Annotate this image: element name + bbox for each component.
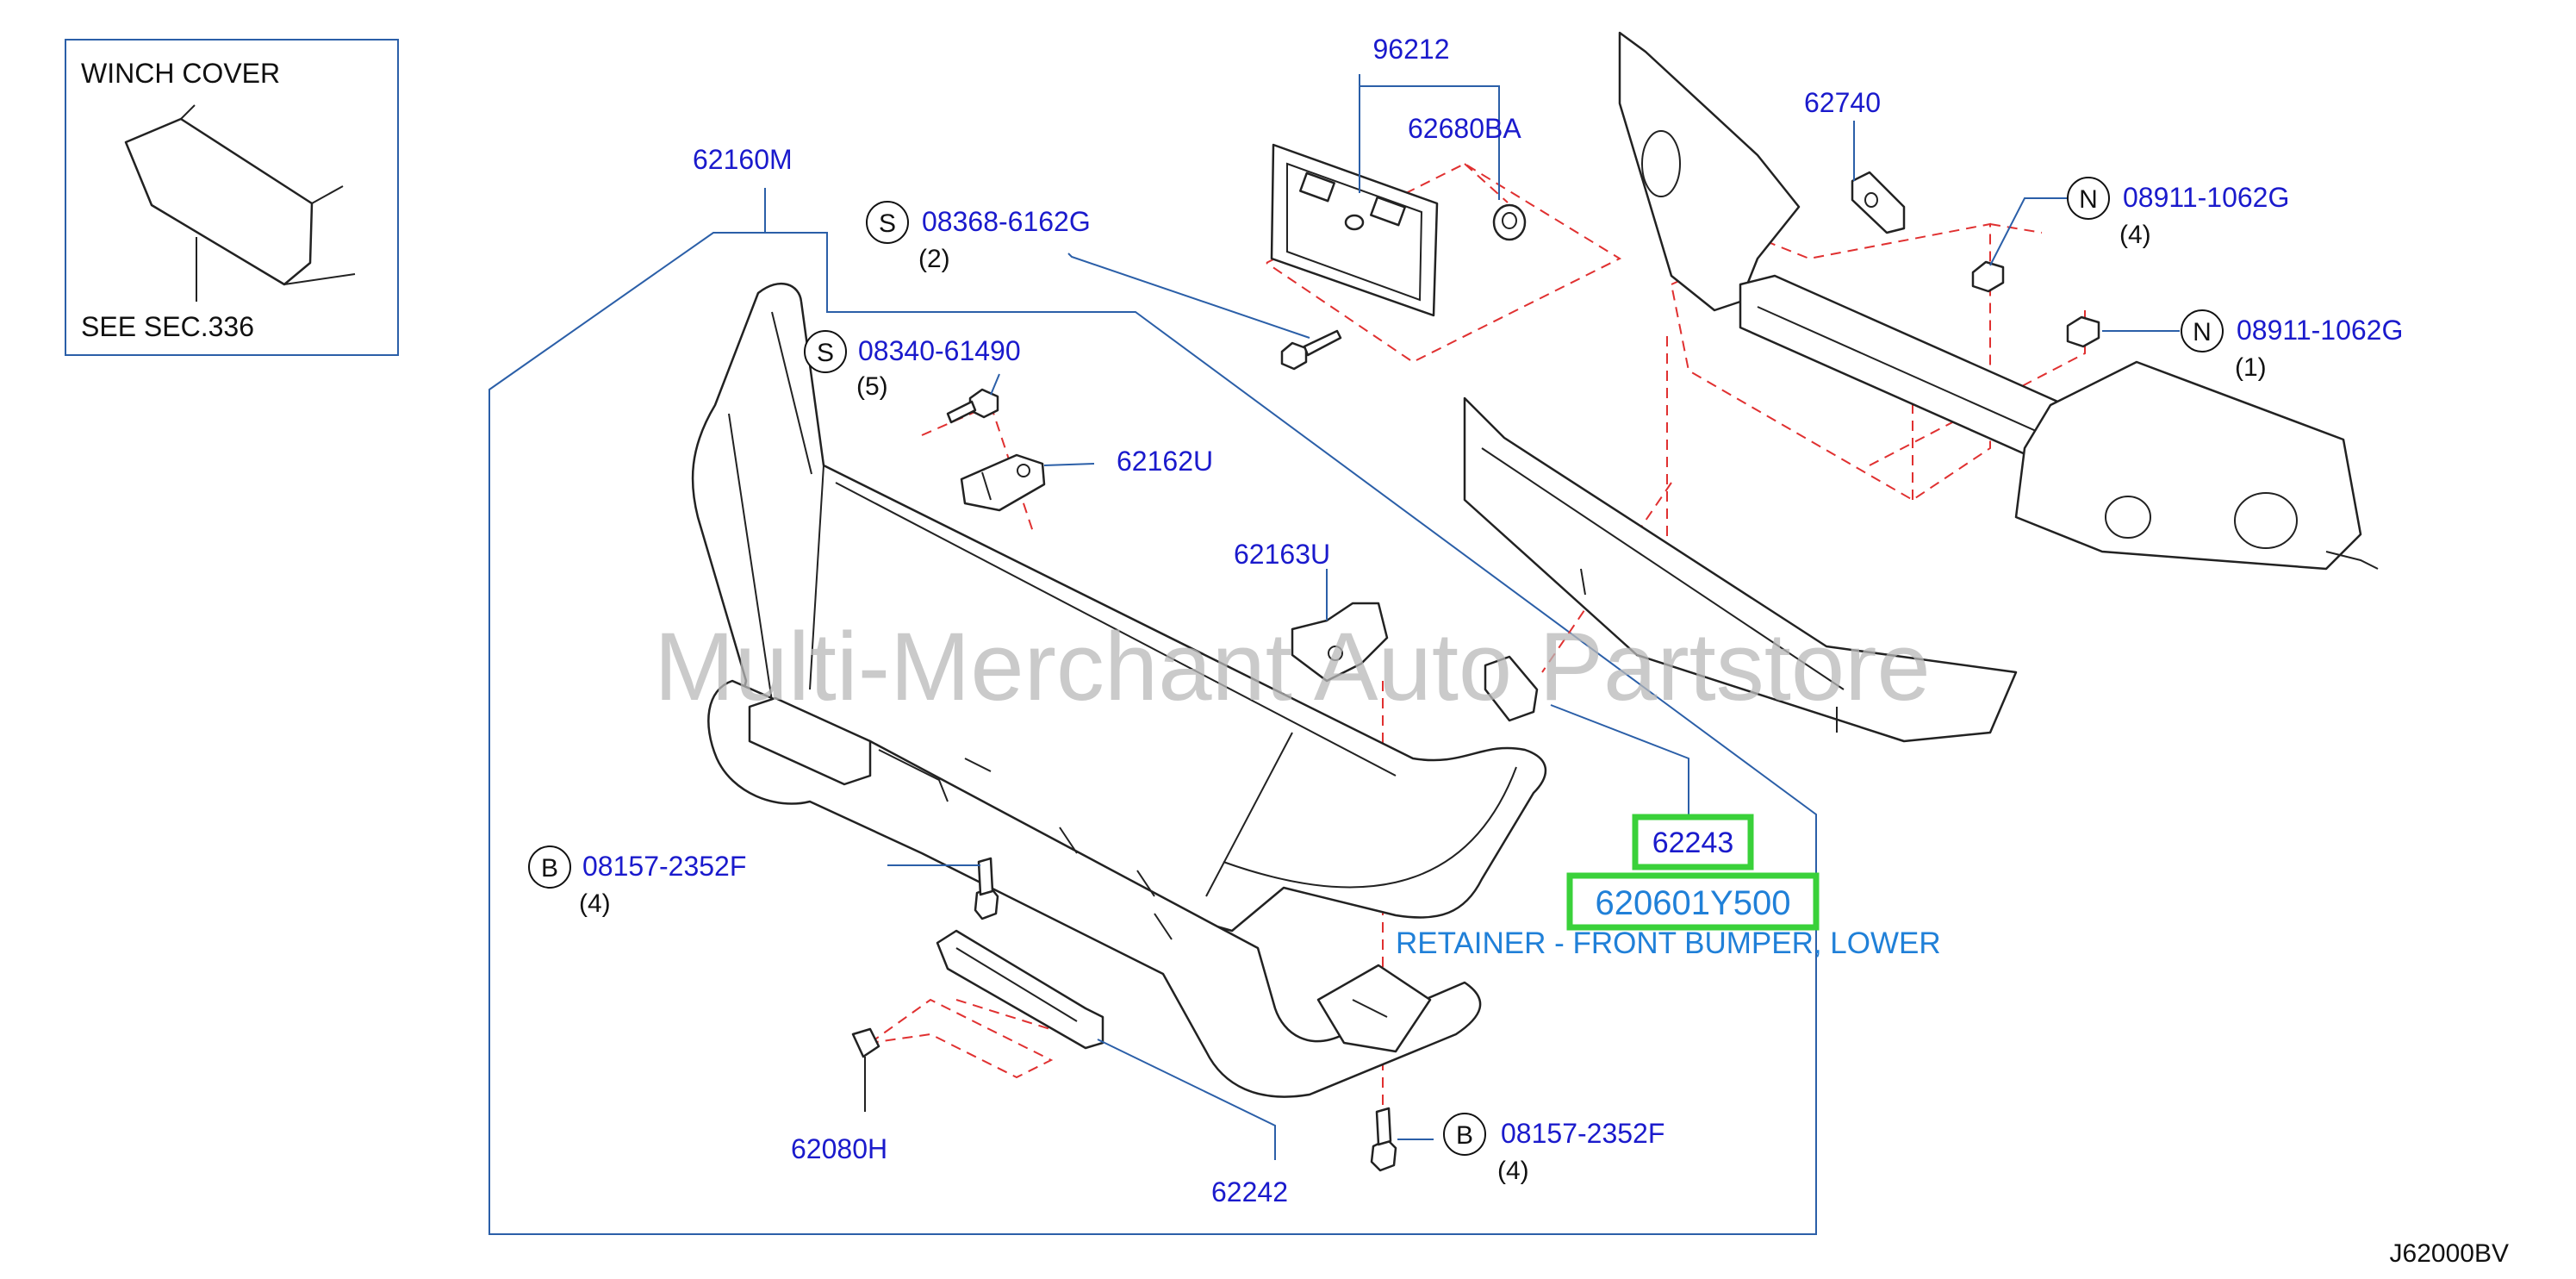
winch-cover-drawing	[124, 104, 356, 286]
fastener-part-number: 08157-2352F	[582, 851, 746, 882]
highlight-box	[1566, 872, 1820, 931]
bracket-62163u	[1291, 602, 1389, 683]
fastener-quantity: (2)	[918, 245, 950, 273]
circle-letter: S	[817, 339, 834, 367]
bumper-assembly-frame	[488, 232, 1817, 1235]
bumper-guard	[691, 283, 1547, 1098]
nut-08911-1062g-b	[2066, 315, 2100, 348]
label-62243: 62243	[1652, 827, 1734, 859]
bolt-08340-61490	[946, 388, 999, 424]
label-62080h[interactable]: 62080H	[791, 1133, 887, 1164]
circle-letter: B	[1456, 1121, 1473, 1150]
highlighted-part-number: 620601Y500	[1596, 884, 1791, 922]
label-62160m[interactable]: 62160M	[693, 144, 793, 175]
inset-title: WINCH COVER	[81, 58, 280, 89]
callout-08368-6162g[interactable]: S 08368-6162G (2)	[866, 201, 1091, 273]
grommet-62680ba	[1492, 203, 1527, 241]
highlighted-part-description: RETAINER - FRONT BUMPER, LOWER	[1396, 926, 1941, 960]
bracket-62162u	[960, 453, 1046, 512]
clip-62080h	[851, 1027, 880, 1112]
label-62242[interactable]: 62242	[1211, 1176, 1288, 1207]
circle-letter: N	[2193, 318, 2212, 346]
fastener-quantity: (4)	[1497, 1157, 1529, 1185]
fastener-part-number: 08340-61490	[858, 335, 1021, 366]
leader-lines	[764, 74, 2180, 1160]
label-62162u[interactable]: 62162U	[1117, 446, 1213, 477]
fastener-quantity: (1)	[2235, 353, 2267, 382]
bumper-reinforcement	[1463, 396, 2018, 743]
diagram-code: J62000BV	[2390, 1239, 2509, 1268]
nut-08911-1062g-a	[1971, 260, 2005, 293]
circle-letter: N	[2079, 185, 2098, 214]
callout-08911-1062g-4[interactable]: N 08911-1062G (4)	[2067, 177, 2289, 249]
circle-letter: S	[879, 209, 896, 238]
winch-cover-inset: WINCH COVER SEE SEC.336	[65, 39, 399, 356]
fastener-part-number: 08911-1062G	[2237, 315, 2403, 346]
highlight-62243[interactable]: 62243	[1632, 814, 1754, 870]
frame-side-member	[1618, 31, 2379, 571]
fastener-part-number: 08911-1062G	[2123, 182, 2289, 213]
bolt-08368-6162g	[1280, 329, 1342, 371]
fastener-part-number: 08157-2352F	[1501, 1118, 1664, 1149]
callout-08911-1062g-1[interactable]: N 08911-1062G (1)	[2181, 309, 2403, 382]
bolt-08157-2352f-left	[974, 857, 999, 920]
label-62163u[interactable]: 62163U	[1234, 539, 1330, 570]
circle-letter: B	[541, 854, 558, 883]
inset-note: SEE SEC.336	[81, 311, 254, 342]
bolt-08157-2352f-right	[1370, 1107, 1397, 1172]
watermark: Multi-Merchant Auto Partstore	[654, 613, 1930, 721]
fastener-quantity: (4)	[579, 889, 611, 918]
label-96212[interactable]: 96212	[1373, 34, 1450, 65]
callout-08157-2352f-right[interactable]: B 08157-2352F (4)	[1443, 1113, 1664, 1185]
callout-08340-61490[interactable]: S 08340-61490 (5)	[804, 330, 1021, 401]
fastener-quantity: (4)	[2119, 221, 2151, 249]
bracket-62242	[936, 929, 1104, 1050]
fastener-part-number: 08368-6162G	[922, 206, 1091, 237]
callout-08157-2352f-left[interactable]: B 08157-2352F (4)	[528, 845, 746, 918]
highlight-box	[1632, 814, 1754, 870]
label-62680ba[interactable]: 62680BA	[1408, 113, 1521, 144]
bracket-62740	[1851, 171, 1906, 234]
inset-frame	[65, 39, 399, 356]
fastener-quantity: (5)	[856, 372, 888, 401]
highlight-620601y500[interactable]: 620601Y500	[1566, 872, 1820, 931]
spacer-62243	[1484, 655, 1539, 722]
label-62740[interactable]: 62740	[1804, 87, 1881, 118]
license-plate-bracket	[1270, 143, 1439, 317]
